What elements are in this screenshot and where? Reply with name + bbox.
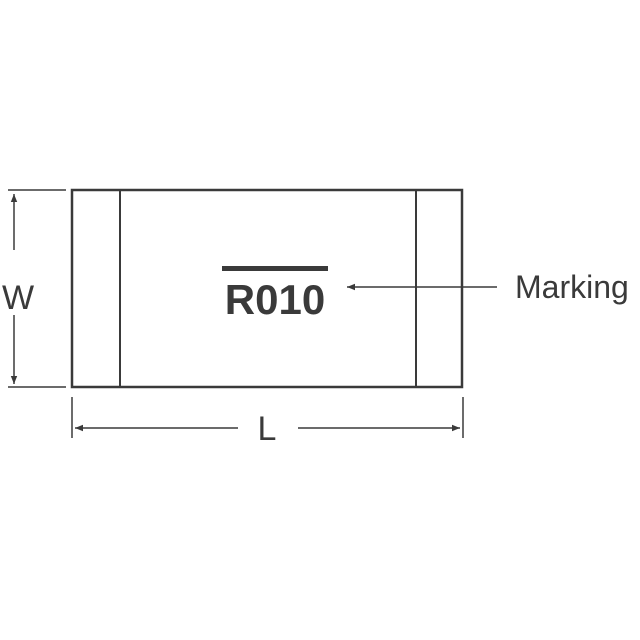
component-body bbox=[70, 188, 464, 389]
marking-code: R010 bbox=[225, 276, 325, 323]
marking-overline bbox=[222, 266, 328, 271]
length-label: L bbox=[258, 410, 277, 448]
marking-label: Marking bbox=[515, 269, 629, 305]
width-label: W bbox=[2, 279, 34, 317]
